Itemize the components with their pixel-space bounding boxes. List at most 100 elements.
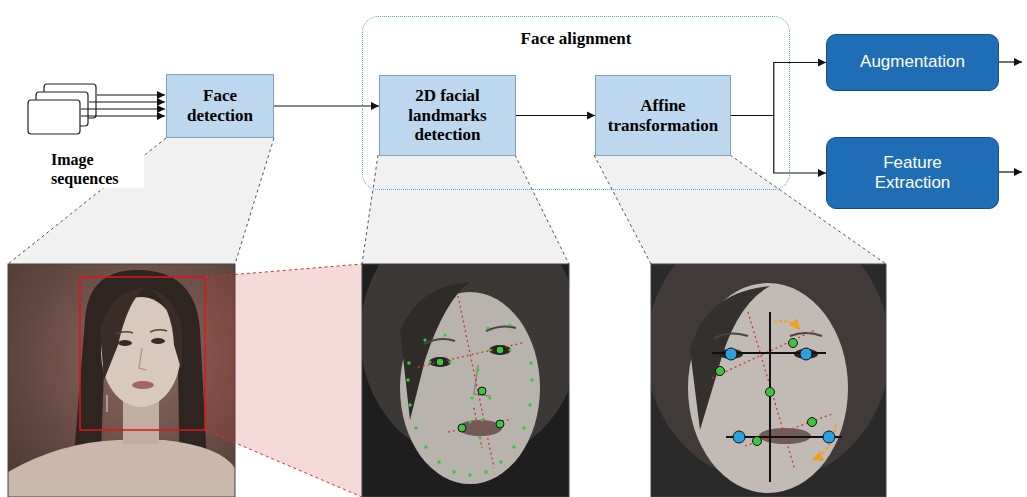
box-label: 2D facial landmarks detection bbox=[386, 86, 509, 145]
face-photo bbox=[107, 395, 108, 412]
face-photo bbox=[139, 348, 146, 370]
output-box: Feature Extraction bbox=[826, 137, 999, 209]
zoom-projection bbox=[8, 138, 274, 264]
process-box: Face detection bbox=[166, 74, 274, 138]
photo-frame bbox=[362, 264, 569, 497]
flow-arrow bbox=[731, 116, 826, 174]
landmark-photo bbox=[468, 420, 471, 423]
landmark-photo bbox=[508, 323, 511, 326]
face-photo bbox=[8, 440, 235, 497]
crop-projection bbox=[205, 430, 362, 497]
landmark-photo bbox=[488, 348, 491, 351]
landmark-photo bbox=[458, 424, 466, 432]
crop-projection bbox=[205, 264, 362, 277]
zoom-projection bbox=[515, 155, 569, 264]
landmark-photo bbox=[414, 426, 418, 430]
aligned-photo bbox=[823, 431, 835, 443]
face-photo bbox=[8, 264, 235, 497]
aligned-photo bbox=[716, 339, 817, 446]
input-arrow bbox=[97, 94, 165, 95]
group-title: Face alignment bbox=[363, 29, 789, 49]
output-arrow bbox=[999, 62, 1022, 172]
landmark-photo bbox=[407, 361, 411, 365]
aligned-photo bbox=[725, 348, 835, 443]
image-stack bbox=[28, 100, 80, 134]
process-box: Affine transformation bbox=[595, 75, 731, 156]
output-arrow bbox=[999, 171, 1022, 172]
zoom-projection bbox=[235, 138, 274, 264]
landmark-photo bbox=[484, 470, 488, 474]
landmark-photo bbox=[496, 346, 504, 354]
aligned-photo bbox=[690, 286, 770, 430]
photo-frame bbox=[8, 264, 235, 497]
landmark-photo bbox=[458, 296, 494, 468]
landmark-photo bbox=[448, 419, 512, 432]
output-arrow bbox=[999, 61, 1022, 62]
flow-arrow bbox=[516, 115, 595, 116]
box-label: Feature Extraction bbox=[847, 153, 978, 194]
landmark-photo bbox=[474, 408, 482, 448]
crop-projection bbox=[205, 264, 362, 497]
landmark-photo bbox=[529, 361, 533, 365]
landmark-photo bbox=[424, 445, 428, 449]
landmark-photo bbox=[408, 403, 412, 407]
aligned-photo bbox=[753, 437, 762, 446]
group-frame: Face alignment 2D facial landmarks detect… bbox=[362, 16, 790, 190]
landmark-photo bbox=[437, 460, 441, 464]
face-photo bbox=[8, 264, 235, 497]
aligned-photo bbox=[774, 321, 800, 330]
aligned-photo bbox=[712, 312, 832, 470]
aligned-photo bbox=[745, 414, 832, 446]
landmark-photo bbox=[474, 365, 490, 396]
aligned-photo bbox=[800, 348, 812, 360]
landmark-photo bbox=[443, 333, 446, 336]
landmark-photo bbox=[476, 368, 479, 371]
face-photo bbox=[151, 338, 165, 344]
zoom-projection bbox=[594, 155, 651, 264]
box-label: Face detection bbox=[173, 86, 267, 125]
crop-projection bbox=[205, 264, 362, 497]
landmark-photo bbox=[436, 358, 444, 366]
landmark-photo bbox=[470, 396, 473, 399]
aligned-photo bbox=[766, 388, 775, 397]
landmark-photo bbox=[458, 420, 502, 436]
zoom-projection bbox=[8, 138, 166, 264]
photo-frame bbox=[651, 264, 886, 497]
flow-arrow bbox=[274, 105, 379, 106]
landmark-photo bbox=[496, 420, 504, 428]
aligned-photo bbox=[725, 348, 737, 360]
landmark-photo bbox=[478, 387, 486, 395]
landmark-photo bbox=[362, 264, 569, 497]
face-photo bbox=[100, 288, 145, 380]
landmark-photo bbox=[508, 348, 511, 351]
zoom-projection bbox=[362, 155, 378, 264]
landmark-photo bbox=[530, 378, 534, 382]
landmark-photo bbox=[528, 403, 532, 407]
output-box: Augmentation bbox=[826, 34, 999, 91]
zoom-projection bbox=[362, 155, 569, 264]
aligned-photo bbox=[716, 367, 725, 376]
aligned-photo bbox=[789, 339, 798, 348]
input-arrow bbox=[81, 115, 165, 116]
aligned-photo bbox=[733, 431, 745, 443]
input-arrow bbox=[81, 108, 165, 109]
aligned-photo bbox=[774, 321, 836, 460]
aligned-photo bbox=[748, 312, 795, 470]
landmark-photo bbox=[486, 326, 489, 329]
landmark-photo bbox=[488, 396, 491, 399]
landmark-photo bbox=[406, 323, 534, 476]
input-label: Image sequences bbox=[50, 150, 144, 188]
face-photo bbox=[80, 277, 205, 430]
landmark-photo bbox=[468, 473, 472, 477]
zoom-projection bbox=[8, 138, 886, 264]
input-arrow bbox=[89, 101, 165, 102]
aligned-photo bbox=[712, 312, 842, 482]
process-box: 2D facial landmarks detection bbox=[379, 75, 516, 156]
aligned-photo bbox=[714, 333, 822, 338]
landmark-photo bbox=[418, 296, 522, 468]
face-photo bbox=[116, 330, 167, 334]
landmark-photo bbox=[480, 418, 483, 421]
landmark-photo bbox=[436, 346, 504, 432]
box-label: Augmentation bbox=[860, 52, 965, 72]
